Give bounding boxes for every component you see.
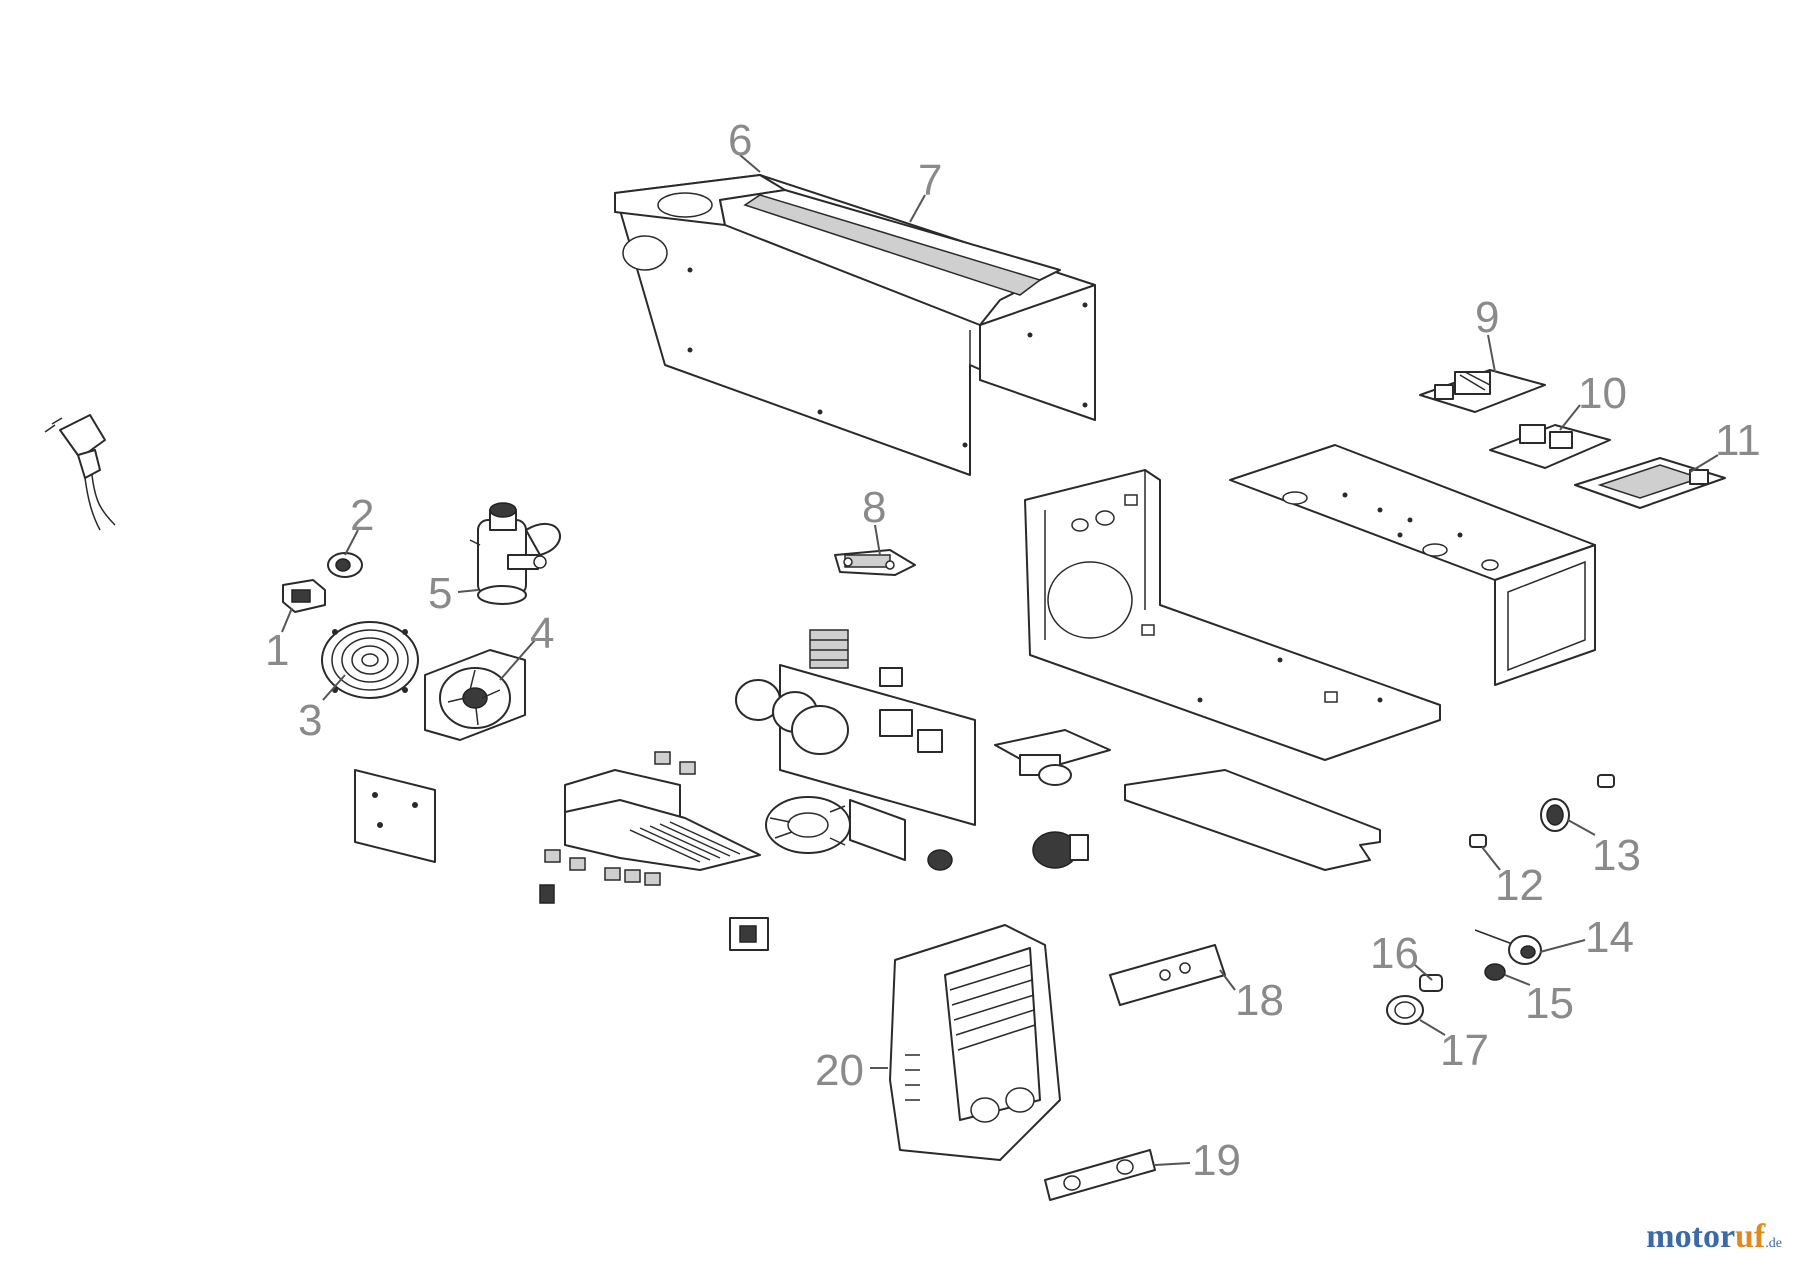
leader-lines	[281, 154, 1719, 1166]
heatsinks	[539, 751, 761, 904]
label-plate-19	[1044, 1149, 1156, 1201]
gas-valve	[469, 502, 561, 605]
front-panel	[889, 924, 1061, 1161]
watermark-suffix: .de	[1765, 1236, 1782, 1251]
bottom-sheet	[1124, 769, 1381, 871]
power-plug	[44, 414, 116, 531]
pcb-11	[1574, 457, 1726, 509]
callout-2: 2	[350, 491, 374, 540]
toroid-coil	[765, 796, 906, 861]
control-pcb	[994, 729, 1111, 786]
pcb-9	[1419, 369, 1546, 413]
callout-10: 10	[1578, 369, 1627, 418]
connector-16	[1419, 974, 1443, 992]
callout-15: 15	[1525, 979, 1574, 1028]
callout-11: 11	[1715, 416, 1761, 465]
callout-3: 3	[298, 696, 322, 745]
rear-case	[1229, 444, 1596, 686]
callout-20: 20	[815, 1046, 864, 1095]
connector-13	[1540, 774, 1615, 832]
callout-4: 4	[530, 609, 554, 658]
callout-8: 8	[862, 483, 886, 532]
switch-cap	[327, 552, 363, 578]
chassis-frame	[1024, 469, 1441, 761]
rectifier-bridge	[834, 549, 916, 576]
knob-14	[1474, 929, 1542, 965]
connector-12	[1469, 834, 1487, 848]
callout-1: 1	[265, 626, 289, 675]
connector-15	[1484, 963, 1506, 981]
ring-17	[1386, 995, 1424, 1025]
main-pcb	[735, 629, 976, 826]
callout-labels: 1 2 3 4 5 6 7 8 9 10 11 12 13 14 15 16 1…	[265, 116, 1761, 1185]
callout-6: 6	[728, 116, 752, 165]
transformer-relay	[729, 831, 1089, 951]
fan-grill	[321, 621, 419, 699]
watermark-part2: uf	[1735, 1218, 1766, 1255]
brand-watermark: motoruf.de	[1646, 1218, 1782, 1256]
callout-5: 5	[428, 569, 452, 618]
callout-19: 19	[1192, 1136, 1241, 1185]
cooling-fan	[424, 649, 526, 741]
callout-12: 12	[1495, 861, 1544, 910]
insulation-sheet	[354, 769, 436, 863]
callout-7: 7	[918, 156, 942, 205]
callout-18: 18	[1235, 976, 1284, 1025]
callout-14: 14	[1585, 913, 1634, 962]
watermark-part1: motor	[1646, 1218, 1736, 1255]
pcb-10	[1489, 424, 1611, 469]
callout-17: 17	[1440, 1026, 1489, 1075]
callout-16: 16	[1370, 929, 1419, 978]
top-cover	[614, 174, 1096, 476]
main-switch	[282, 579, 326, 613]
callout-13: 13	[1592, 831, 1641, 880]
callout-9: 9	[1475, 293, 1499, 342]
plate-18	[1109, 944, 1226, 1006]
